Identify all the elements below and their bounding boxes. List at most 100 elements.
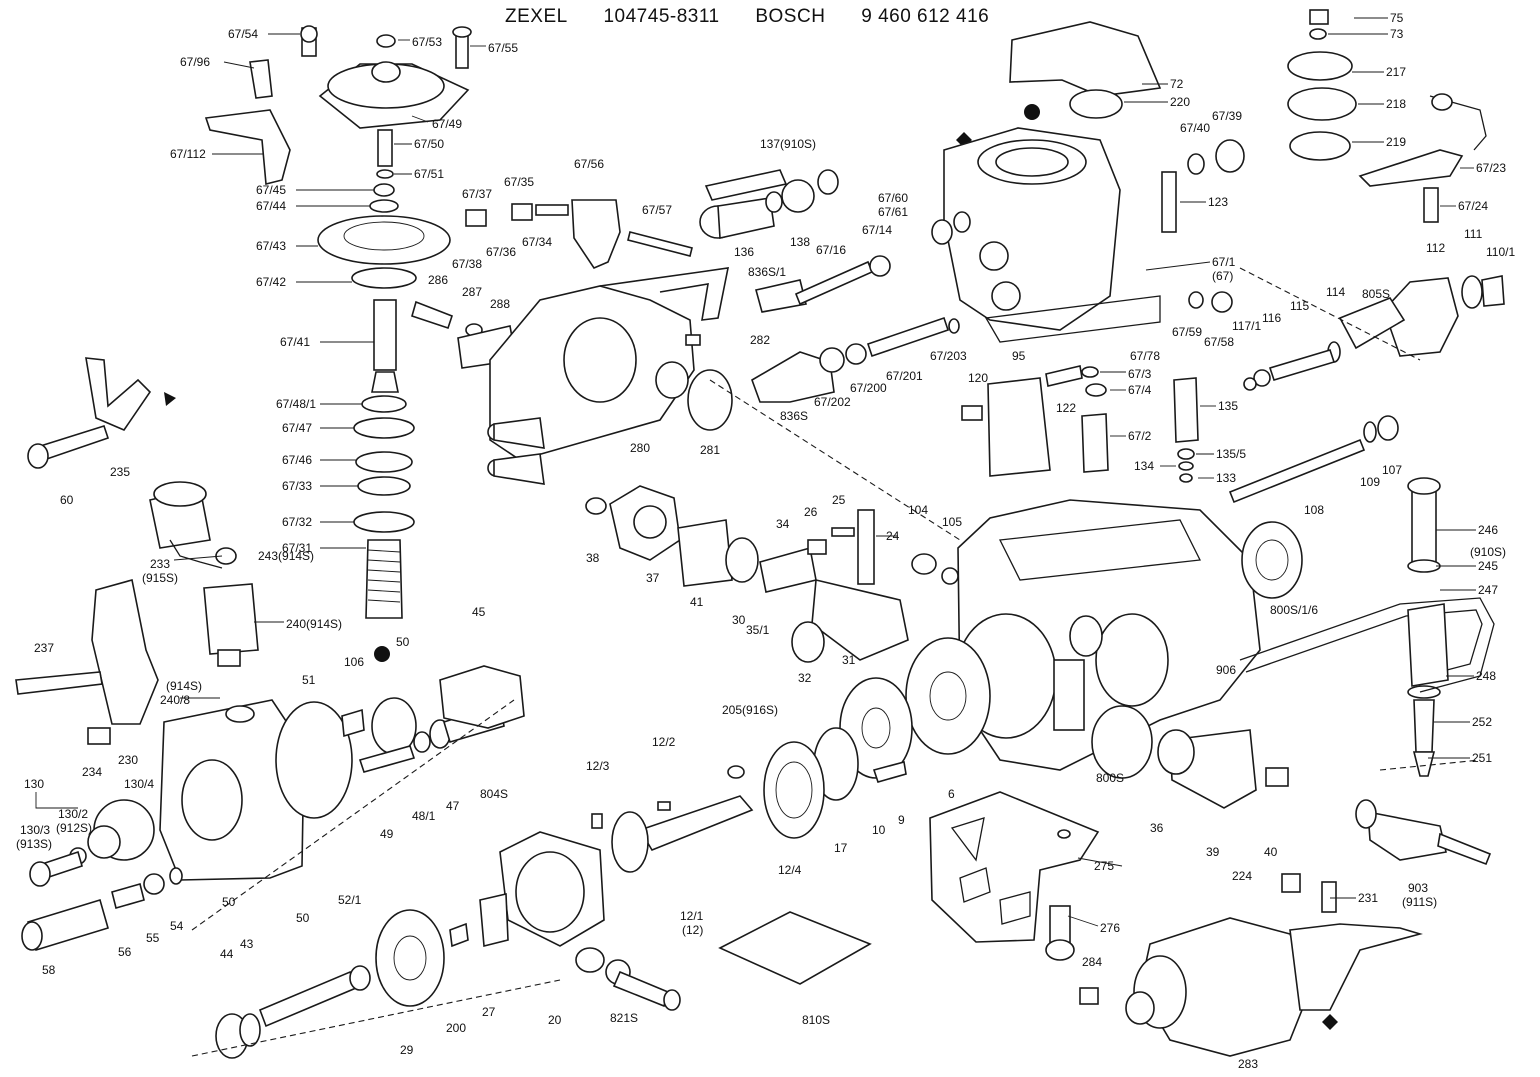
label-134: 134 [1134, 459, 1154, 473]
shaft-50 [258, 970, 358, 1028]
nut-75 [1309, 9, 1329, 25]
screw-123 [1161, 171, 1177, 233]
washer-67-44 [369, 199, 399, 213]
label-205: 205(916S) [722, 703, 778, 717]
label-911S: (911S) [1402, 895, 1437, 909]
ring-52-1 [349, 965, 371, 991]
label-280: 280 [630, 441, 650, 455]
shaft-115 [1268, 349, 1336, 381]
label-218: 218 [1386, 97, 1406, 111]
valve-251 [1412, 751, 1436, 777]
label-915S: (915S) [142, 571, 178, 585]
label-810S: 810S [802, 1013, 830, 1027]
label-37: 37 [646, 571, 660, 585]
plug-67-58 [1211, 291, 1233, 313]
label-67-58: 67/58 [1204, 335, 1234, 349]
label-12-2: 12/2 [652, 735, 676, 749]
label-105: 105 [942, 515, 962, 529]
ring-130-2 [87, 825, 121, 859]
label-67-46: 67/46 [282, 453, 312, 467]
plug-282 [685, 334, 701, 346]
label-67-56: 67/56 [574, 157, 604, 171]
label-115: 115 [1290, 299, 1309, 313]
label-12-3: 12/3 [586, 759, 610, 773]
label-51: 51 [302, 673, 316, 687]
cap-67-53 [376, 34, 396, 48]
label-73: 73 [1390, 27, 1404, 41]
spring-41 [677, 519, 733, 587]
spring-67-31 [365, 539, 403, 619]
plate-in-housing [1053, 659, 1085, 731]
label-912S: (912S) [56, 821, 92, 835]
label-120: 120 [968, 371, 988, 385]
label-217: 217 [1386, 65, 1406, 79]
label-67-55: 67/55 [488, 41, 518, 55]
label-41: 41 [690, 595, 704, 609]
sensor-903 [1367, 811, 1447, 861]
label-67-57: 67/57 [642, 203, 672, 217]
label-48-1: 48/1 [412, 809, 436, 823]
plate-29 [375, 909, 445, 1007]
plug-32 [791, 621, 825, 663]
control-lever-group [411, 199, 733, 485]
label-282: 282 [750, 333, 770, 347]
label-284: 284 [1082, 955, 1102, 969]
ring-43 [239, 1013, 261, 1047]
key-12-3 [591, 813, 603, 829]
label-286: 286 [428, 273, 448, 287]
fuel-line-group [1239, 477, 1495, 777]
label-135-5: 135/5 [1216, 447, 1246, 461]
label-67-23: 67/23 [1476, 161, 1506, 175]
label-72: 72 [1170, 77, 1184, 91]
plug-224 [1281, 873, 1301, 893]
label-220: 220 [1170, 95, 1190, 109]
spring-219 [1289, 131, 1351, 161]
label-27: 27 [482, 1005, 496, 1019]
bracket-67-96 [249, 59, 273, 99]
screw-67-24 [1423, 187, 1439, 223]
label-31: 31 [842, 653, 856, 667]
label-122: 122 [1056, 401, 1076, 415]
label-281: 281 [700, 443, 720, 457]
label-67-35: 67/35 [504, 175, 534, 189]
label-47: 47 [446, 799, 460, 813]
label-200: 200 [446, 1021, 466, 1035]
screw-234 [87, 727, 111, 745]
ring-67-202 [819, 347, 845, 373]
banjo-248 [1407, 603, 1449, 687]
part-805S [1338, 297, 1406, 350]
nut-67-14 [869, 255, 891, 277]
o-ring-51 [275, 701, 353, 819]
screw-67-37 [465, 209, 487, 227]
label-6: 6 [948, 787, 955, 801]
label-800S: 800S [1096, 771, 1124, 785]
pin-24 [857, 509, 875, 585]
label-276: 276 [1100, 921, 1120, 935]
label-240-8: 240/8 [160, 693, 190, 707]
washer-117-1 [1243, 377, 1257, 391]
spring-clip-235 [85, 357, 152, 431]
diaphragm-67-43 [317, 215, 451, 265]
pin-10 [872, 761, 907, 783]
bolt-67-35 [511, 203, 533, 221]
label-67-36: 67/36 [486, 245, 516, 259]
ring-67-203 [948, 318, 960, 334]
brand-zexel: ZEXEL [505, 6, 568, 27]
label-135: 135 [1218, 399, 1238, 413]
label-804S: 804S [480, 787, 508, 801]
screw-237 [15, 671, 103, 695]
spring-200 [449, 922, 469, 948]
label-233: 233 [150, 557, 170, 571]
label-283: 283 [1238, 1057, 1258, 1071]
pin-67-57 [627, 231, 693, 257]
label-67-201: 67/201 [886, 369, 923, 383]
housing-67-1 [943, 127, 1121, 331]
label-67-96: 67/96 [180, 55, 210, 69]
label-137: 137(910S) [760, 137, 816, 151]
ring-67-3 [1081, 366, 1099, 378]
ring-67-48-1 [361, 395, 407, 413]
label-251: 251 [1472, 751, 1492, 765]
spring-56 [111, 883, 145, 909]
lever-67-23 [1358, 149, 1464, 187]
